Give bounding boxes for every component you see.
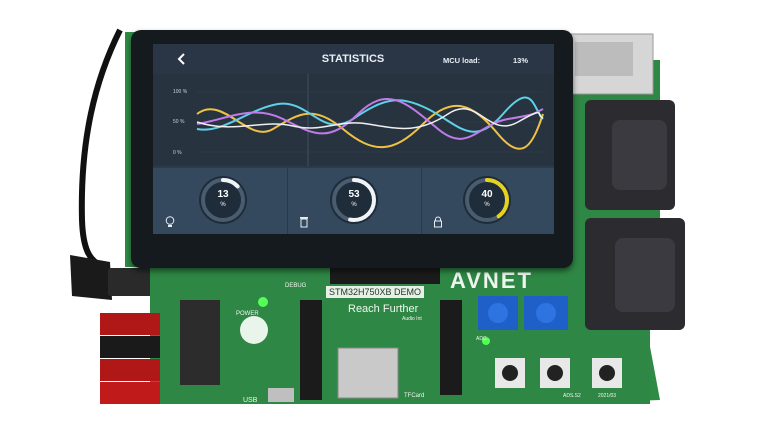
divider bbox=[421, 168, 422, 234]
lcd-screen: STATISTICS MCU load: 13% 100 % 50 % 0 % … bbox=[153, 44, 554, 234]
gauge-ring-3 bbox=[463, 176, 511, 224]
power-cable bbox=[78, 28, 123, 268]
screen-title: STATISTICS bbox=[321, 53, 385, 65]
debug-label: DEBUG bbox=[285, 283, 307, 289]
trash-icon bbox=[300, 217, 308, 228]
chevron-left-icon[interactable] bbox=[175, 52, 189, 66]
logo-badge bbox=[240, 316, 268, 344]
power-led bbox=[258, 297, 268, 307]
gauge-3-value: 40 bbox=[481, 189, 493, 200]
date-label: 2021/03 bbox=[598, 393, 617, 399]
series-white bbox=[196, 108, 544, 130]
ethernet-port bbox=[575, 42, 633, 76]
gauge-3: 40 % bbox=[421, 168, 554, 234]
gauge-2-value: 53 bbox=[348, 189, 360, 200]
status-led bbox=[482, 337, 490, 345]
db9-shell-bottom bbox=[615, 238, 675, 312]
power-label: POWER bbox=[236, 311, 259, 317]
board-slogan: Reach Further bbox=[348, 303, 419, 315]
pot-knob-1 bbox=[488, 303, 508, 323]
gauge-ring-2 bbox=[330, 176, 378, 224]
gauge-3-unit: % bbox=[484, 202, 490, 208]
lock-icon bbox=[434, 216, 442, 228]
push-buttons bbox=[495, 358, 622, 388]
pot-knob-2 bbox=[536, 303, 556, 323]
gauge-2-unit: % bbox=[351, 202, 357, 208]
series-cyan bbox=[196, 96, 544, 133]
series-purple bbox=[196, 97, 544, 140]
gauge-2: 53 % bbox=[287, 168, 421, 234]
pin-header-right bbox=[440, 300, 462, 395]
lightbulb-icon bbox=[165, 216, 175, 227]
terminal-block bbox=[100, 313, 160, 404]
usb-connector bbox=[268, 388, 294, 402]
tfcard-label: TFCard bbox=[404, 393, 425, 399]
pin-header-left bbox=[300, 300, 322, 400]
y-label-100: 100 % bbox=[173, 89, 188, 95]
y-label-0: 0 % bbox=[173, 150, 182, 156]
barrel-plug bbox=[70, 255, 112, 300]
gauge-1-unit: % bbox=[220, 202, 226, 208]
sd-card-slot bbox=[337, 347, 399, 399]
mcu-load-label: MCU load: bbox=[443, 56, 481, 65]
db9-shell-top bbox=[612, 120, 667, 190]
chart-lines bbox=[196, 74, 544, 166]
gauge-1: 13 % bbox=[153, 168, 287, 234]
board-model: STM32H750XB DEMO bbox=[326, 286, 425, 298]
gauge-panel: 13 % 53 % 40 bbox=[153, 168, 554, 234]
gauge-1-value: 13 bbox=[217, 189, 229, 200]
screen-header: STATISTICS MCU load: 13% bbox=[153, 44, 554, 74]
y-label-50: 50 % bbox=[173, 119, 185, 125]
divider bbox=[287, 168, 288, 234]
ic-block bbox=[180, 300, 220, 385]
gauge-ring-1 bbox=[199, 176, 247, 224]
usb-label: USB bbox=[243, 397, 258, 404]
adc-label: ADC bbox=[476, 336, 487, 342]
mcu-load-value: 13% bbox=[513, 56, 529, 65]
brand-logo: AVNET bbox=[450, 268, 533, 293]
series-yellow bbox=[196, 105, 544, 150]
rev-label: ADS.S2 bbox=[563, 393, 581, 399]
audio-label: Audio Int bbox=[402, 316, 422, 322]
pin-header-top bbox=[330, 268, 440, 284]
dc-jack bbox=[108, 268, 153, 296]
statistics-chart: 100 % 50 % 0 % bbox=[153, 74, 554, 166]
